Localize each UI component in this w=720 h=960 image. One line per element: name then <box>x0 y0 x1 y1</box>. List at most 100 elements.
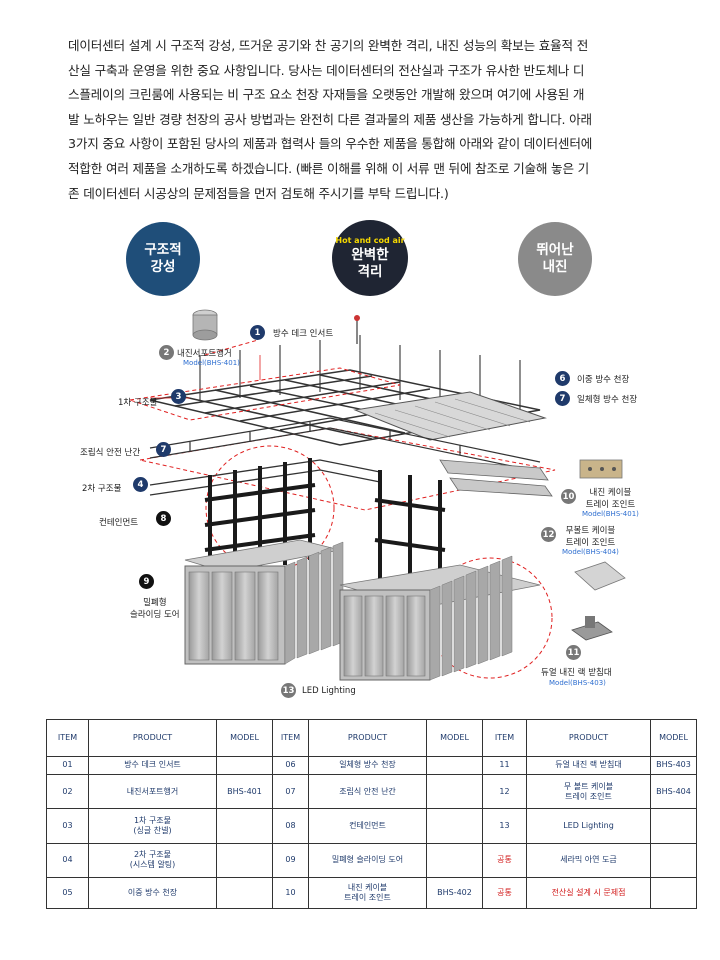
label-integrated-waterproof-ceiling: 일체형 방수 천장 <box>577 395 638 405</box>
table-cell: 12 <box>482 773 527 810</box>
ceiling-panel-lines <box>374 398 531 438</box>
table-cell: 02 <box>46 773 89 810</box>
label-1-badge: 1 <box>250 325 265 340</box>
table-cell <box>216 877 273 909</box>
rack-block-right <box>339 555 541 681</box>
label-seismic-cable-tray-joint-model: Model(BHS-401) <box>582 510 639 518</box>
table-cell: BHS-404 <box>650 773 697 810</box>
product-table: ITEM PRODUCT MODEL ITEM PRODUCT MODEL IT… <box>46 719 697 909</box>
table-cell: 2차 구조물 (시스템 알팅) <box>88 842 217 879</box>
secondary-structure <box>149 459 381 496</box>
intro-line: 스플레이의 크린룸에 사용되는 비 구조 요소 천장 자재들을 오랫동안 개발해… <box>68 87 585 103</box>
table-cell: 1차 구조물 (싱글 찬넬) <box>88 808 217 844</box>
table-cell: 전산실 설계 시 문제점 <box>526 877 651 909</box>
label-4-badge: 4 <box>133 477 148 492</box>
table-cell: 일체형 방수 천장 <box>308 756 427 775</box>
label-led-lighting: LED Lighting <box>302 686 356 696</box>
table-header-cell: MODEL <box>426 719 483 757</box>
feature-label: 내진 <box>542 259 568 275</box>
intro-paragraph: 데이터센터 설계 시 구조적 강성, 뜨거운 공기와 찬 공기의 완벽한 격리,… <box>68 34 658 206</box>
intro-line: 적합한 여러 제품을 소개하도록 하겠습니다. (빠른 이해를 위해 이 서류 … <box>68 160 590 176</box>
feature-seismic: 뛰어난 내진 <box>518 222 592 296</box>
table-cell: BHS-403 <box>650 756 697 775</box>
label-11-badge: 11 <box>566 645 581 660</box>
intro-line: 산실 구축과 운영을 위한 중요 사항입니다. 당사는 데이터센터의 전산실과 … <box>68 62 585 78</box>
boltless-joint-thumbnail <box>574 561 626 591</box>
intro-line: 존 데이터센터 시공상의 문제점들을 먼저 검토해 주시기를 부탁 드립니다.) <box>68 185 449 201</box>
label-12-badge: 12 <box>541 527 556 542</box>
table-cell: 듀얼 내진 랙 받침대 <box>526 756 651 775</box>
label-dual-seismic-rack-stand-model: Model(BHS-403) <box>549 679 606 687</box>
table-cell: 09 <box>272 842 309 879</box>
label-13-badge: 13 <box>281 683 296 698</box>
bhs-401-hanger-thumbnail <box>192 309 218 341</box>
seismic-rack-stand-thumbnail <box>571 616 613 641</box>
table-cell <box>650 808 697 844</box>
label-deck-insert: 방수 데크 인서트 <box>273 329 334 339</box>
table-header-cell: PRODUCT <box>308 719 427 757</box>
label-secondary-structure: 2차 구조물 <box>82 484 122 494</box>
table-cell <box>426 808 483 844</box>
label-7-badge-ceiling: 7 <box>555 391 570 406</box>
table-header-cell: PRODUCT <box>88 719 217 757</box>
integrated-waterproof-ceiling <box>353 391 547 441</box>
label-boltless-cable-tray-joint-line2: 트레이 조인트 <box>565 538 616 548</box>
table-cell: 03 <box>46 808 89 844</box>
feature-label: 구조적 <box>144 242 182 258</box>
table-cell <box>426 756 483 775</box>
label-10-badge: 10 <box>561 489 576 504</box>
hanger-rods <box>199 335 521 415</box>
table-cell: 08 <box>272 808 309 844</box>
table-row: 04 2차 구조물 (시스템 알팅) 09 밀폐형 슬라이딩 도어 공통 세라믹… <box>46 842 697 879</box>
feature-label: 격리 <box>357 263 383 280</box>
table-cell: 이중 방수 천장 <box>88 877 217 909</box>
label-seismic-cable-tray-joint-line2: 트레이 조인트 <box>585 500 636 510</box>
table-header-cell: PRODUCT <box>526 719 651 757</box>
feature-structural-rigidity: 구조적 강성 <box>126 222 200 296</box>
table-cell <box>216 842 273 879</box>
table-cell <box>216 756 273 775</box>
table-cell: 내진서포트행거 <box>88 773 217 810</box>
table-cell: 11 <box>482 756 527 775</box>
table-row: 01 방수 데크 인서트 06 일체형 방수 천장 11 듀얼 내진 랙 받침대… <box>46 756 697 775</box>
intro-line: 발 노하우는 일반 경량 천장의 공사 방법과는 완전히 다른 결과물의 제품 … <box>68 111 592 127</box>
feature-tag: Hot and cod air <box>335 235 405 245</box>
label-boltless-cable-tray-joint-line1: 무볼트 케이블 <box>565 526 616 536</box>
cable-tray-joint-thumbnail <box>579 459 623 479</box>
label-seismic-cable-tray-joint: 내진 케이블 트레이 조인트 Model(BHS-401) <box>582 486 639 518</box>
table-cell: 공통 <box>482 877 527 909</box>
table-cell: 01 <box>46 756 89 775</box>
datacenter-structure-illustration <box>129 309 626 681</box>
intro-line: 데이터센터 설계 시 구조적 강성, 뜨거운 공기와 찬 공기의 완벽한 격리,… <box>68 38 589 53</box>
label-containment: 컨테인먼트 <box>99 518 139 528</box>
table-cell: 무 볼트 케이블 트레이 조인트 <box>526 773 651 810</box>
table-cell: LED Lighting <box>526 808 651 844</box>
table-cell <box>216 808 273 844</box>
label-seismic-hanger-model: Model(BHS-401) <box>183 359 240 367</box>
label-9-badge: 9 <box>139 574 154 589</box>
label-2-badge: 2 <box>159 345 174 360</box>
table-cell: BHS-402 <box>426 877 483 909</box>
table-cell <box>650 842 697 879</box>
table-cell: 05 <box>46 877 89 909</box>
table-cell: BHS-401 <box>216 773 273 810</box>
table-row: 05 이중 방수 천장 10 내진 케이블 트레이 조인트 BHS-402 공통… <box>46 877 697 909</box>
safety-railing <box>149 417 541 473</box>
feature-label: 강성 <box>150 259 176 275</box>
table-cell <box>650 877 697 909</box>
deck-insert-thumbnail <box>354 315 360 344</box>
table-cell: 내진 케이블 트레이 조인트 <box>308 877 427 909</box>
cable-tray <box>439 459 553 497</box>
label-dual-seismic-rack-stand: 듀얼 내진 랙 받침대 <box>541 668 612 678</box>
table-header-cell: MODEL <box>216 719 273 757</box>
label-6-badge: 6 <box>555 371 570 386</box>
feature-perfect-isolation: Hot and cod air 완벽한 격리 <box>332 220 408 296</box>
table-cell: 06 <box>272 756 309 775</box>
label-safety-railing: 조립식 안전 난간 <box>80 448 141 458</box>
label-8-badge: 8 <box>156 511 171 526</box>
label-sliding-door-line2: 슬라이딩 도어 <box>130 610 180 620</box>
table-cell: 13 <box>482 808 527 844</box>
table-cell: 조립식 안전 난간 <box>308 773 427 810</box>
rack-block-left <box>184 539 344 665</box>
label-sliding-door-line1: 밀폐형 <box>143 598 167 608</box>
